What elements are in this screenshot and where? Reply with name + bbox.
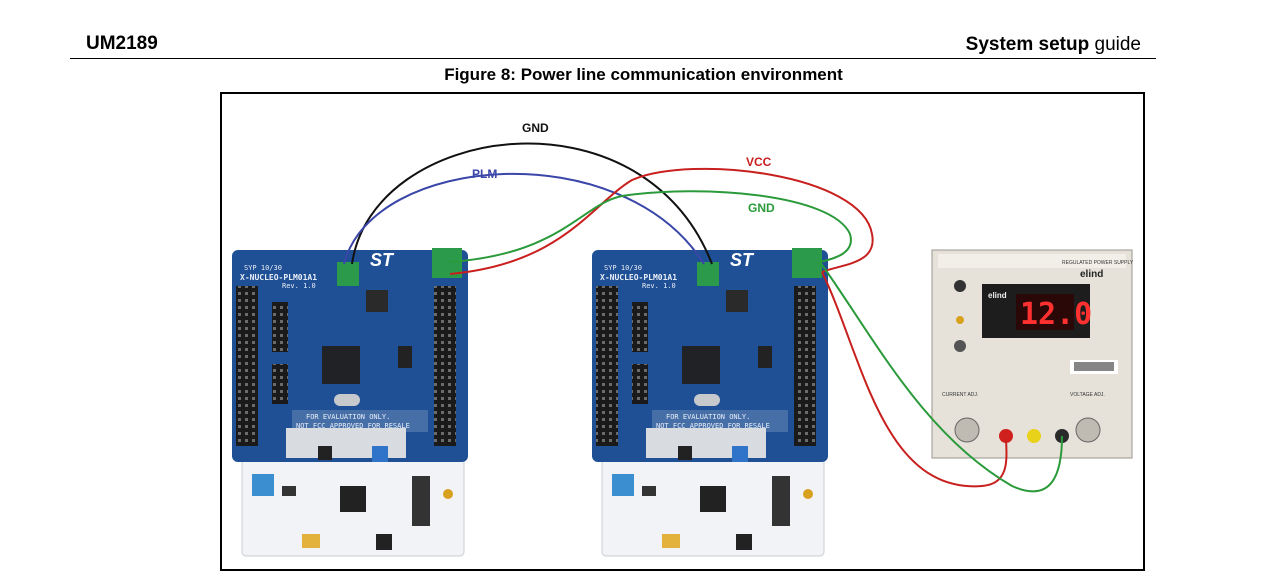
- wire-label-plm: PLM: [472, 167, 497, 181]
- wire-vcc-psu: [821, 271, 1008, 488]
- expansion-board-1: SYP 10/30 X-NUCLEO-PLM01A1 Rev. 1.0 ST F…: [232, 248, 468, 462]
- wire-label-vcc: VCC: [746, 155, 772, 169]
- page-header-left: UM2189: [86, 33, 158, 54]
- wires: [343, 142, 1063, 493]
- board-2-rev: Rev. 1.0: [642, 282, 676, 290]
- wire-vcc: [449, 167, 874, 275]
- nucleo-board-2: [601, 455, 825, 557]
- header-rule: [70, 58, 1156, 59]
- psu-label-current: CURRENT ADJ.: [942, 392, 978, 398]
- st-logo-1: ST: [370, 250, 395, 270]
- board-1-warning-2: NOT FCC APPROVED FOR RESALE: [296, 422, 410, 430]
- board-2-warning-1: FOR EVALUATION ONLY.: [666, 413, 750, 421]
- figure-caption: Figure 8: Power line communication envir…: [444, 65, 843, 84]
- nucleo-board-1: [241, 455, 465, 557]
- board-2-name: X-NUCLEO-PLM01A1: [600, 273, 677, 282]
- psu-display: 12.0: [1020, 297, 1092, 332]
- psu-brand: elind: [1080, 269, 1103, 280]
- figure-illustration: SYP 10/30 X-NUCLEO-PLM01A1 Rev. 1.0 ST F…: [232, 121, 1134, 557]
- header-section-bold: System setup: [965, 34, 1090, 55]
- wire-plm: [343, 172, 705, 265]
- psu-label-top: REGULATED POWER SUPPLY: [1062, 260, 1134, 266]
- board-2-warning-2: NOT FCC APPROVED FOR RESALE: [656, 422, 770, 430]
- board-1-rev: Rev. 1.0: [282, 282, 316, 290]
- header-section-rest: guide: [1089, 34, 1141, 55]
- wire-gnd-psu: [819, 261, 1063, 493]
- board-1-code: SYP 10/30: [244, 264, 282, 272]
- power-supply: REGULATED POWER SUPPLY elind elind 12.0 …: [931, 249, 1134, 459]
- st-logo-2: ST: [730, 250, 755, 270]
- board-1-warning-1: FOR EVALUATION ONLY.: [306, 413, 390, 421]
- wire-gnd-right: [449, 190, 852, 263]
- figure-photo: SYP 10/30 X-NUCLEO-PLM01A1 Rev. 1.0 ST F…: [220, 92, 1145, 571]
- psu-label-voltage: VOLTAGE ADJ.: [1070, 392, 1105, 398]
- wire-gnd-top: [351, 142, 713, 265]
- board-2-code: SYP 10/30: [604, 264, 642, 272]
- psu-brand-panel: elind: [988, 291, 1007, 300]
- wire-label-gnd-top: GND: [522, 121, 549, 135]
- wire-label-gnd-right: GND: [748, 201, 775, 215]
- page-header-right: System setup guide: [966, 34, 1141, 56]
- expansion-board-2: SYP 10/30 X-NUCLEO-PLM01A1 Rev. 1.0 ST F…: [592, 248, 828, 462]
- board-1-name: X-NUCLEO-PLM01A1: [240, 273, 317, 282]
